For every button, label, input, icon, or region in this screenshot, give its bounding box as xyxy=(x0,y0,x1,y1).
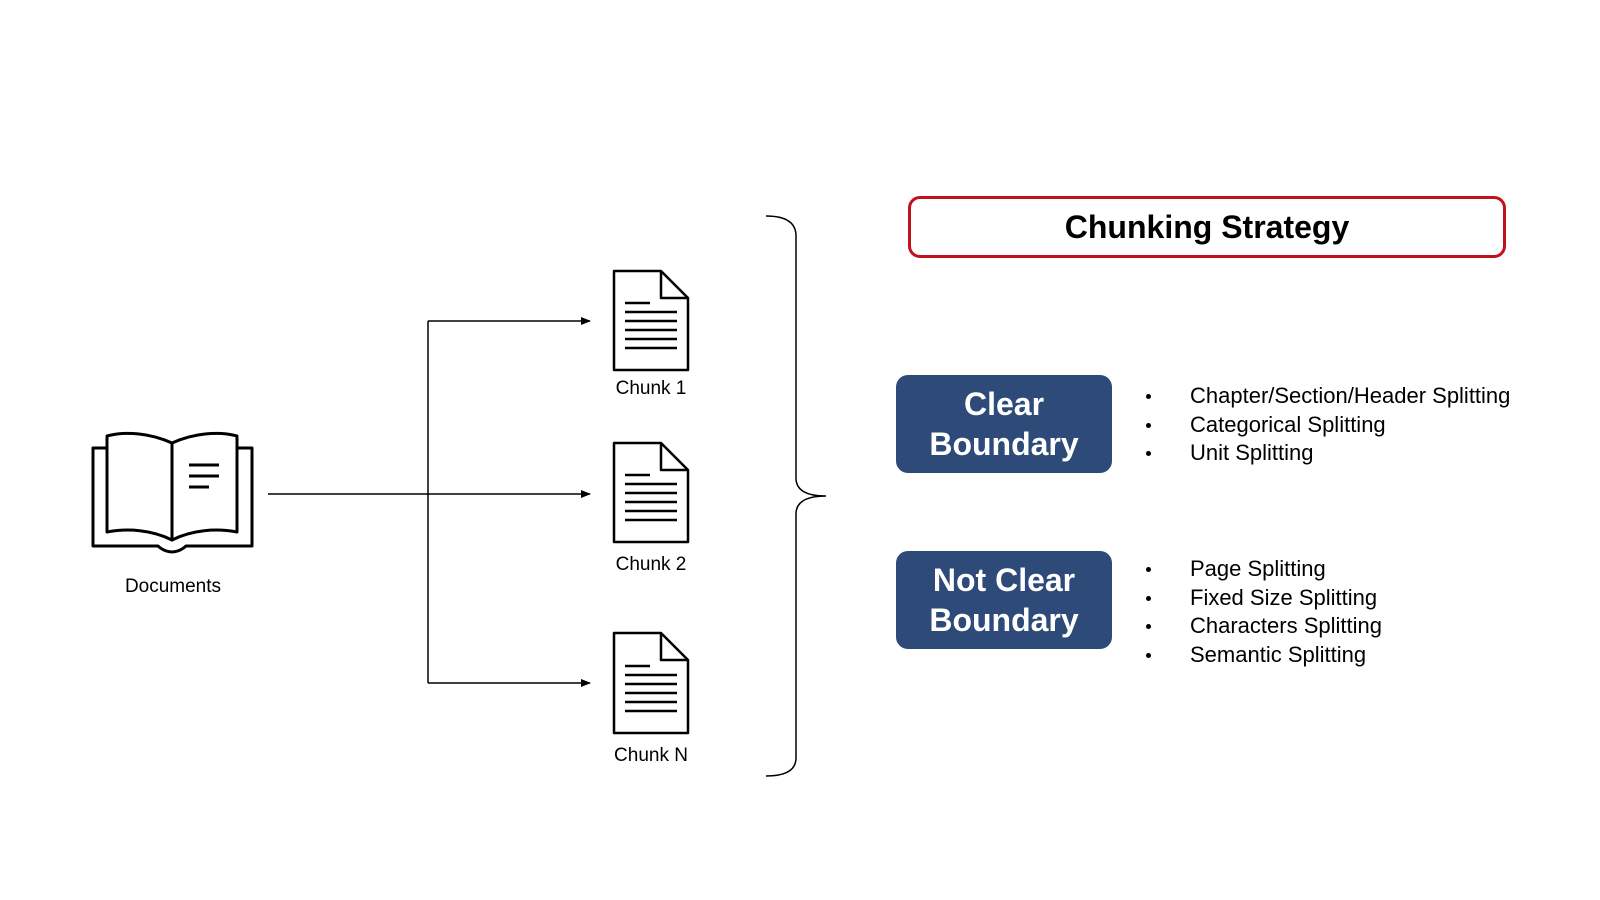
clear-boundary-box: Clear Boundary xyxy=(896,375,1112,473)
grouping-brace xyxy=(765,215,827,777)
list-item: Fixed Size Splitting xyxy=(1140,584,1382,613)
flow-connectors xyxy=(268,317,591,687)
not-clear-boundary-box: Not Clear Boundary xyxy=(896,551,1112,649)
chunk-n-label: Chunk N xyxy=(614,745,688,766)
chunk-2-document-icon xyxy=(612,441,690,544)
chunk-2-label: Chunk 2 xyxy=(615,554,687,575)
list-item: Characters Splitting xyxy=(1140,612,1382,641)
list-item: Unit Splitting xyxy=(1140,439,1510,468)
not-clear-boundary-list: Page Splitting Fixed Size Splitting Char… xyxy=(1140,555,1382,669)
chunk-1-label: Chunk 1 xyxy=(615,378,687,399)
clear-boundary-list: Chapter/Section/Header Splitting Categor… xyxy=(1140,382,1510,468)
list-item: Chapter/Section/Header Splitting xyxy=(1140,382,1510,411)
chunking-strategy-title: Chunking Strategy xyxy=(1064,208,1350,245)
chunk-n-document-icon xyxy=(612,631,690,735)
documents-label: Documents xyxy=(124,576,222,597)
chunking-strategy-title-box: Chunking Strategy xyxy=(908,196,1506,258)
open-book-icon xyxy=(91,431,254,554)
list-item: Semantic Splitting xyxy=(1140,641,1382,670)
chunk-1-document-icon xyxy=(612,269,690,372)
list-item: Page Splitting xyxy=(1140,555,1382,584)
list-item: Categorical Splitting xyxy=(1140,411,1510,440)
